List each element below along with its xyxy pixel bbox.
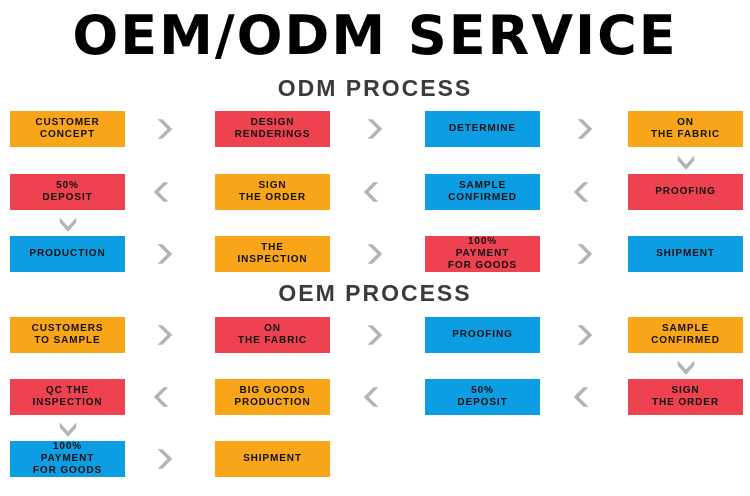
process-step-label: SIGN THE ORDER (239, 180, 306, 203)
page-title: OEM/ODM SERVICE (72, 4, 678, 67)
section-title-odm: ODM PROCESS (277, 75, 473, 101)
process-step-box: SAMPLE CONFIRMED (425, 174, 540, 210)
process-step-label: SHIPMENT (243, 453, 302, 464)
process-step-label: 50% DEPOSIT (457, 385, 508, 408)
process-step-label: QC THE INSPECTION (32, 385, 103, 408)
chevron-down-icon (673, 150, 699, 172)
chevron-right-icon (570, 116, 596, 142)
process-step-box: PRODUCTION (10, 236, 125, 272)
process-step-box: DESIGN RENDERINGS (215, 111, 330, 147)
chevron-left-icon (150, 384, 176, 410)
process-step-box: PROOFING (425, 317, 540, 353)
chevron-right-icon (150, 241, 176, 267)
process-step-box: BIG GOODS PRODUCTION (215, 379, 330, 415)
process-step-label: 50% DEPOSIT (42, 180, 93, 203)
process-step-label: SIGN THE ORDER (652, 385, 719, 408)
process-step-label: SAMPLE CONFIRMED (651, 323, 720, 346)
chevron-down-icon (55, 212, 81, 234)
process-step-box: SAMPLE CONFIRMED (628, 317, 743, 353)
process-step-box: 100% PAYMENT FOR GOODS (10, 441, 125, 477)
process-step-box: THE INSPECTION (215, 236, 330, 272)
process-step-box: ON THE FABRIC (215, 317, 330, 353)
chevron-right-icon (360, 116, 386, 142)
chevron-right-icon (570, 241, 596, 267)
chevron-right-icon (150, 116, 176, 142)
process-step-label: 100% PAYMENT FOR GOODS (32, 441, 103, 476)
process-step-label: PROOFING (655, 186, 716, 197)
chevron-right-icon (150, 322, 176, 348)
chevron-left-icon (570, 384, 596, 410)
process-step-box: 50% DEPOSIT (425, 379, 540, 415)
process-step-label: SAMPLE CONFIRMED (448, 180, 517, 203)
process-step-box: 100% PAYMENT FOR GOODS (425, 236, 540, 272)
process-step-label: PRODUCTION (29, 248, 106, 259)
process-step-box: PROOFING (628, 174, 743, 210)
process-step-box: 50% DEPOSIT (10, 174, 125, 210)
process-step-box: ON THE FABRIC (628, 111, 743, 147)
process-step-label: SHIPMENT (656, 248, 715, 259)
chevron-left-icon (360, 384, 386, 410)
process-step-label: BIG GOODS PRODUCTION (234, 385, 311, 408)
process-step-label: THE INSPECTION (237, 242, 308, 265)
chevron-down-icon (55, 417, 81, 439)
chevron-right-icon (360, 241, 386, 267)
process-step-label: DESIGN RENDERINGS (234, 117, 311, 140)
process-step-label: PROOFING (452, 329, 513, 340)
process-step-box: SIGN THE ORDER (215, 174, 330, 210)
process-step-label: CUSTOMERS TO SAMPLE (31, 323, 104, 346)
chevron-right-icon (150, 446, 176, 472)
process-step-box: SHIPMENT (628, 236, 743, 272)
process-step-label: ON THE FABRIC (238, 323, 307, 346)
process-step-box: SIGN THE ORDER (628, 379, 743, 415)
chevron-right-icon (570, 322, 596, 348)
chevron-left-icon (570, 179, 596, 205)
process-step-label: 100% PAYMENT FOR GOODS (447, 236, 518, 271)
process-step-label: CUSTOMER CONCEPT (35, 117, 100, 140)
process-step-box: QC THE INSPECTION (10, 379, 125, 415)
chevron-down-icon (673, 355, 699, 377)
chevron-left-icon (360, 179, 386, 205)
chevron-left-icon (150, 179, 176, 205)
process-step-box: CUSTOMER CONCEPT (10, 111, 125, 147)
process-step-box: CUSTOMERS TO SAMPLE (10, 317, 125, 353)
process-step-label: DETERMINE (449, 123, 516, 134)
process-step-label: ON THE FABRIC (651, 117, 720, 140)
section-title-oem: OEM PROCESS (278, 280, 472, 306)
process-step-box: SHIPMENT (215, 441, 330, 477)
process-step-box: DETERMINE (425, 111, 540, 147)
chevron-right-icon (360, 322, 386, 348)
